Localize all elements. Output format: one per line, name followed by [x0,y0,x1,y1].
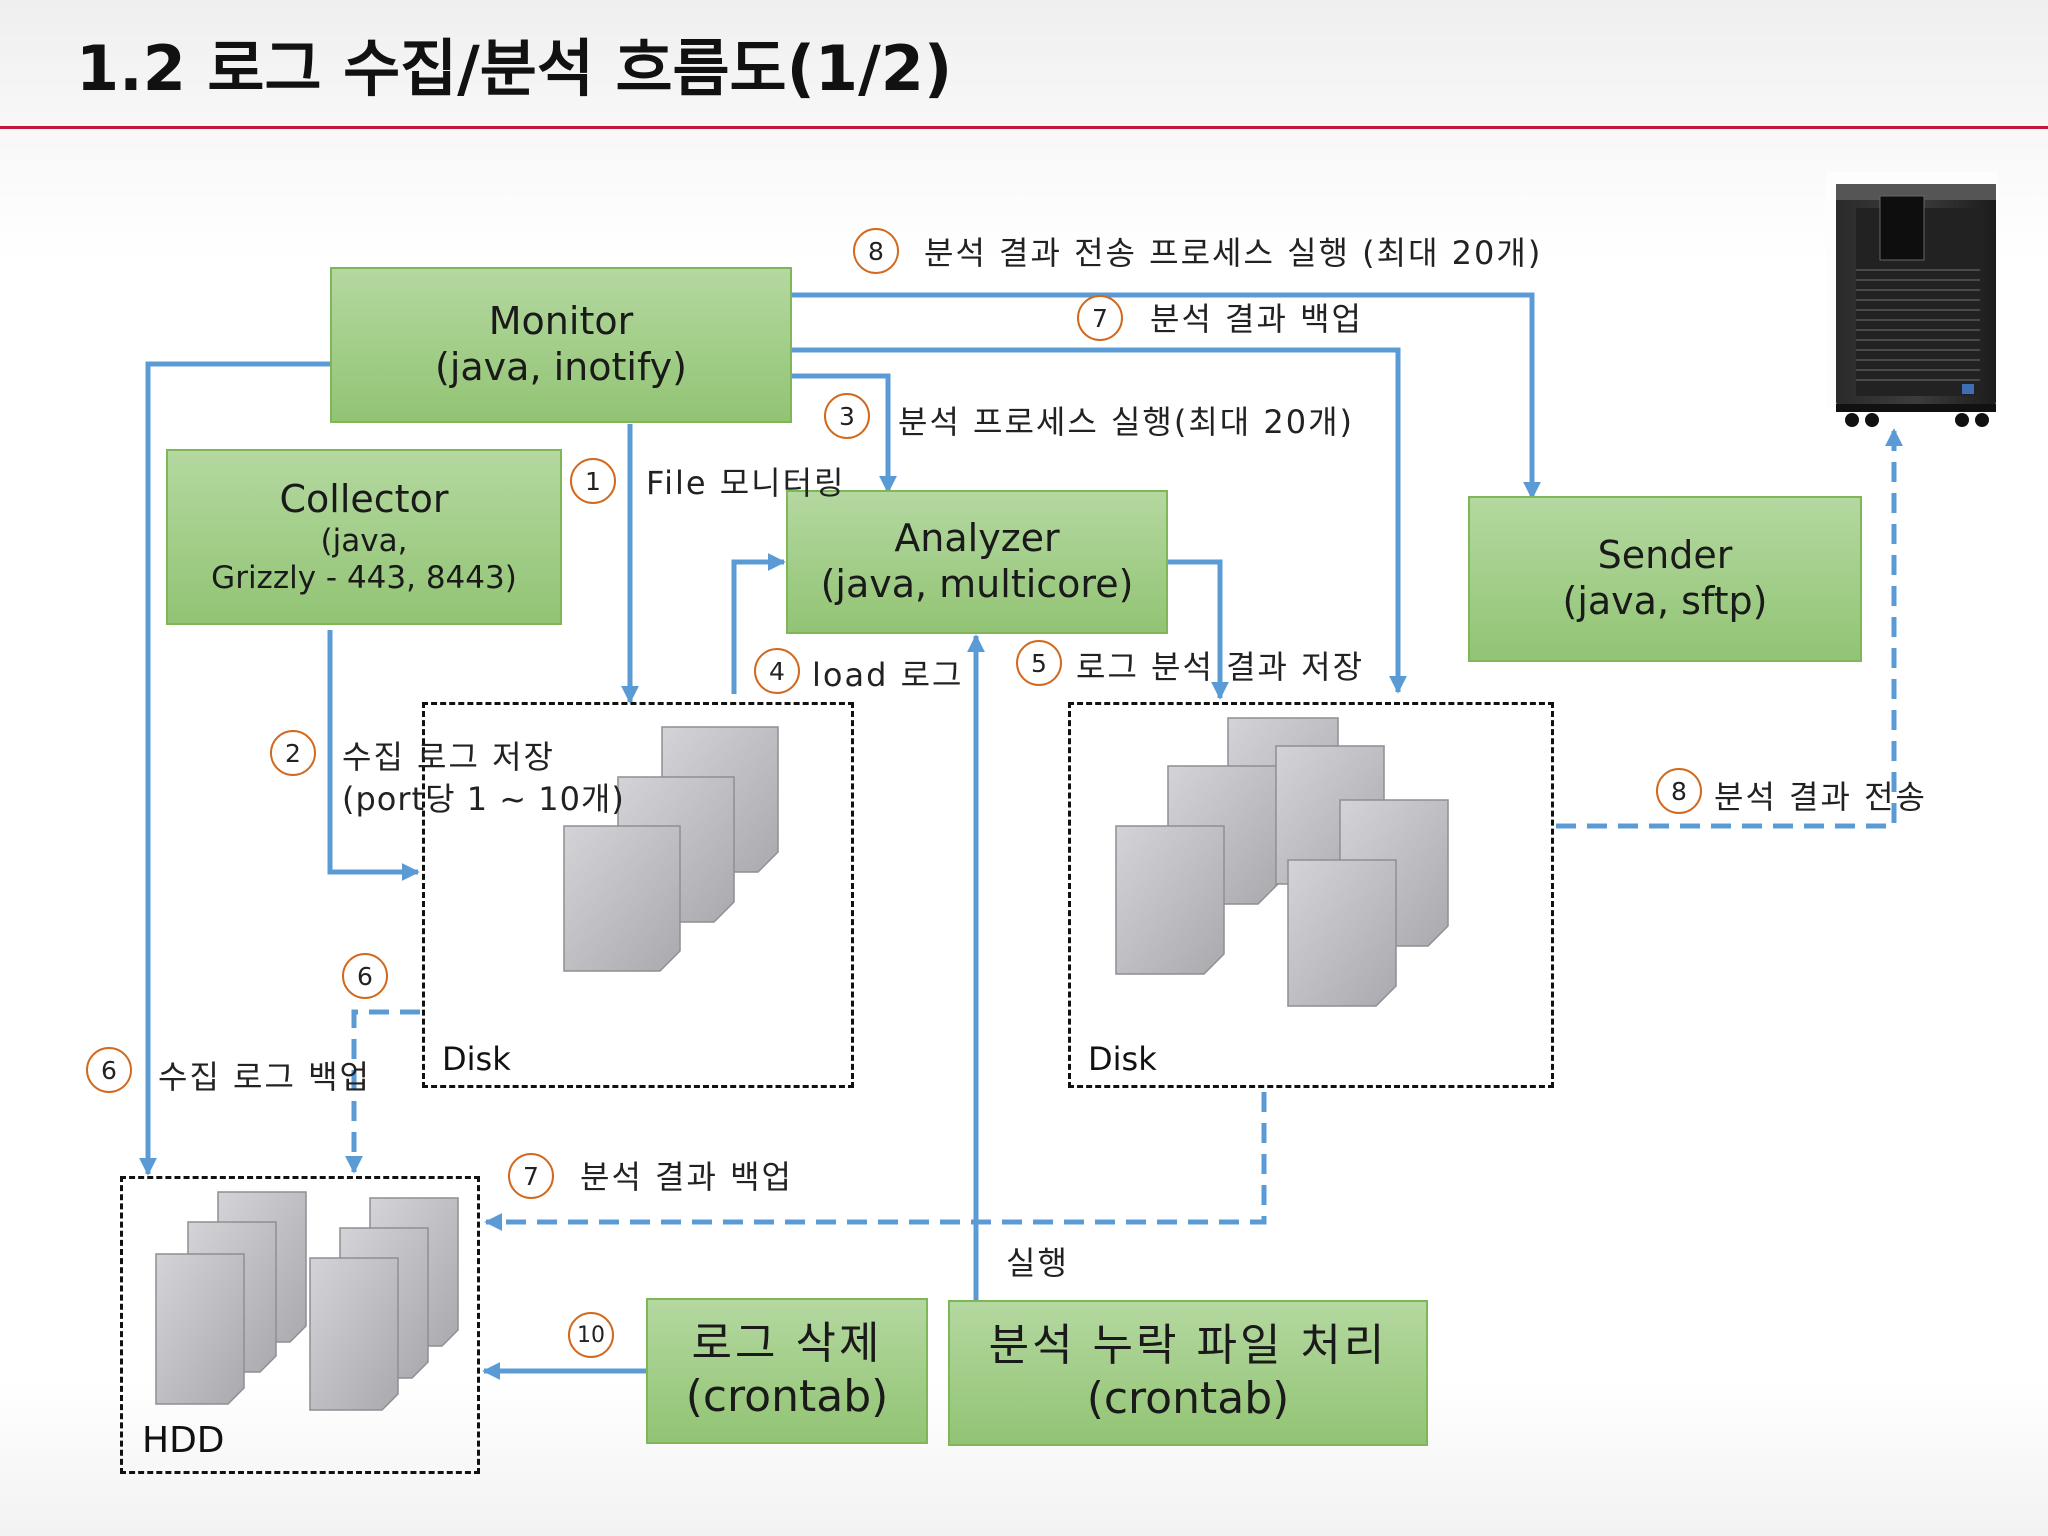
collector-detail-1: (java, [320,522,408,559]
server-tower-icon [1826,172,1998,427]
step-number-3: 3 [824,393,870,439]
step-number-6-monitor: 6 [86,1047,132,1093]
missing-files-detail: (crontab) [1086,1373,1290,1424]
step-number-8-run: 8 [853,228,899,274]
step-label-save-collected: 수집 로그 저장 [342,738,555,776]
hdd-label: HDD [142,1420,225,1461]
missing-files-box: 분석 누락 파일 처리 (crontab) [948,1300,1428,1446]
step-number-2: 2 [270,730,316,776]
arrow-save-result [1168,559,1229,700]
document-icon [1115,717,1449,1007]
step-number-8-send: 8 [1656,768,1702,814]
page-title: 1.2 로그 수집/분석 흐름도(1/2) [76,32,953,105]
step-label-run-sender: 분석 결과 전송 프로세스 실행 (최대 20개) [924,234,1543,272]
step-label-run-analysis: 분석 프로세스 실행(최대 20개) [898,403,1355,441]
disk-left-label: Disk [442,1040,511,1078]
arrow-run-sender [790,292,1541,500]
document-icon [155,1191,459,1411]
step-label-backup-result-bottom: 분석 결과 백업 [580,1158,793,1196]
step-label-load-log: load 로그 [812,656,964,694]
step-label-file-monitoring: File 모니터링 [646,464,846,502]
log-delete-name: 로그 삭제 [691,1318,883,1370]
analyzer-detail: (java, multicore) [820,562,1134,606]
arrow-backup-analysis [484,1092,1267,1231]
step-number-4: 4 [754,648,800,694]
arrow-backup-result [790,347,1407,694]
arrow-send-result [1556,428,1903,829]
document-icon [563,726,779,972]
step-number-5: 5 [1016,640,1062,686]
step-label-send-result: 분석 결과 전송 [1714,778,1927,816]
step-number-1: 1 [570,458,616,504]
step-label-backup-result-top: 분석 결과 백업 [1150,300,1363,338]
step-number-6-disk: 6 [342,953,388,999]
arrow-load-log [731,553,786,694]
step-label-save-result: 로그 분석 결과 저장 [1076,648,1365,686]
title-divider [0,126,2048,129]
collector-name: Collector [279,477,449,522]
arrow-run-analyzer [790,373,897,494]
sender-detail: (java, sftp) [1562,579,1768,623]
step-number-10: 10 [568,1312,614,1358]
analyzer-name: Analyzer [894,516,1060,561]
collector-detail-2: Grizzly - 443, 8443) [211,559,517,596]
sender-box: Sender (java, sftp) [1468,496,1862,662]
collector-box: Collector (java, Grizzly - 443, 8443) [166,449,562,625]
step-label-run: 실행 [1006,1244,1069,1282]
monitor-detail: (java, inotify) [435,345,687,389]
sender-name: Sender [1597,533,1733,578]
missing-files-name: 분석 누락 파일 처리 [988,1320,1388,1372]
hdd-container [120,1176,480,1474]
step-label-backup-collected: 수집 로그 백업 [158,1058,371,1096]
arrow-collector-to-disk [327,630,420,881]
arrow-monitor-to-hdd [139,361,330,1176]
monitor-box: Monitor (java, inotify) [330,267,792,423]
log-delete-box: 로그 삭제 (crontab) [646,1298,928,1444]
analyzer-box: Analyzer (java, multicore) [786,490,1168,634]
disk-right-container [1068,702,1554,1088]
disk-right-label: Disk [1088,1040,1157,1078]
step-number-7-monitor: 7 [1077,295,1123,341]
step-label-port-count: (port당 1 ~ 10개) [342,780,625,818]
arrow-backup-collected [345,1009,420,1174]
monitor-name: Monitor [488,299,634,344]
step-number-7-disk: 7 [508,1153,554,1199]
log-delete-detail: (crontab) [685,1371,889,1422]
